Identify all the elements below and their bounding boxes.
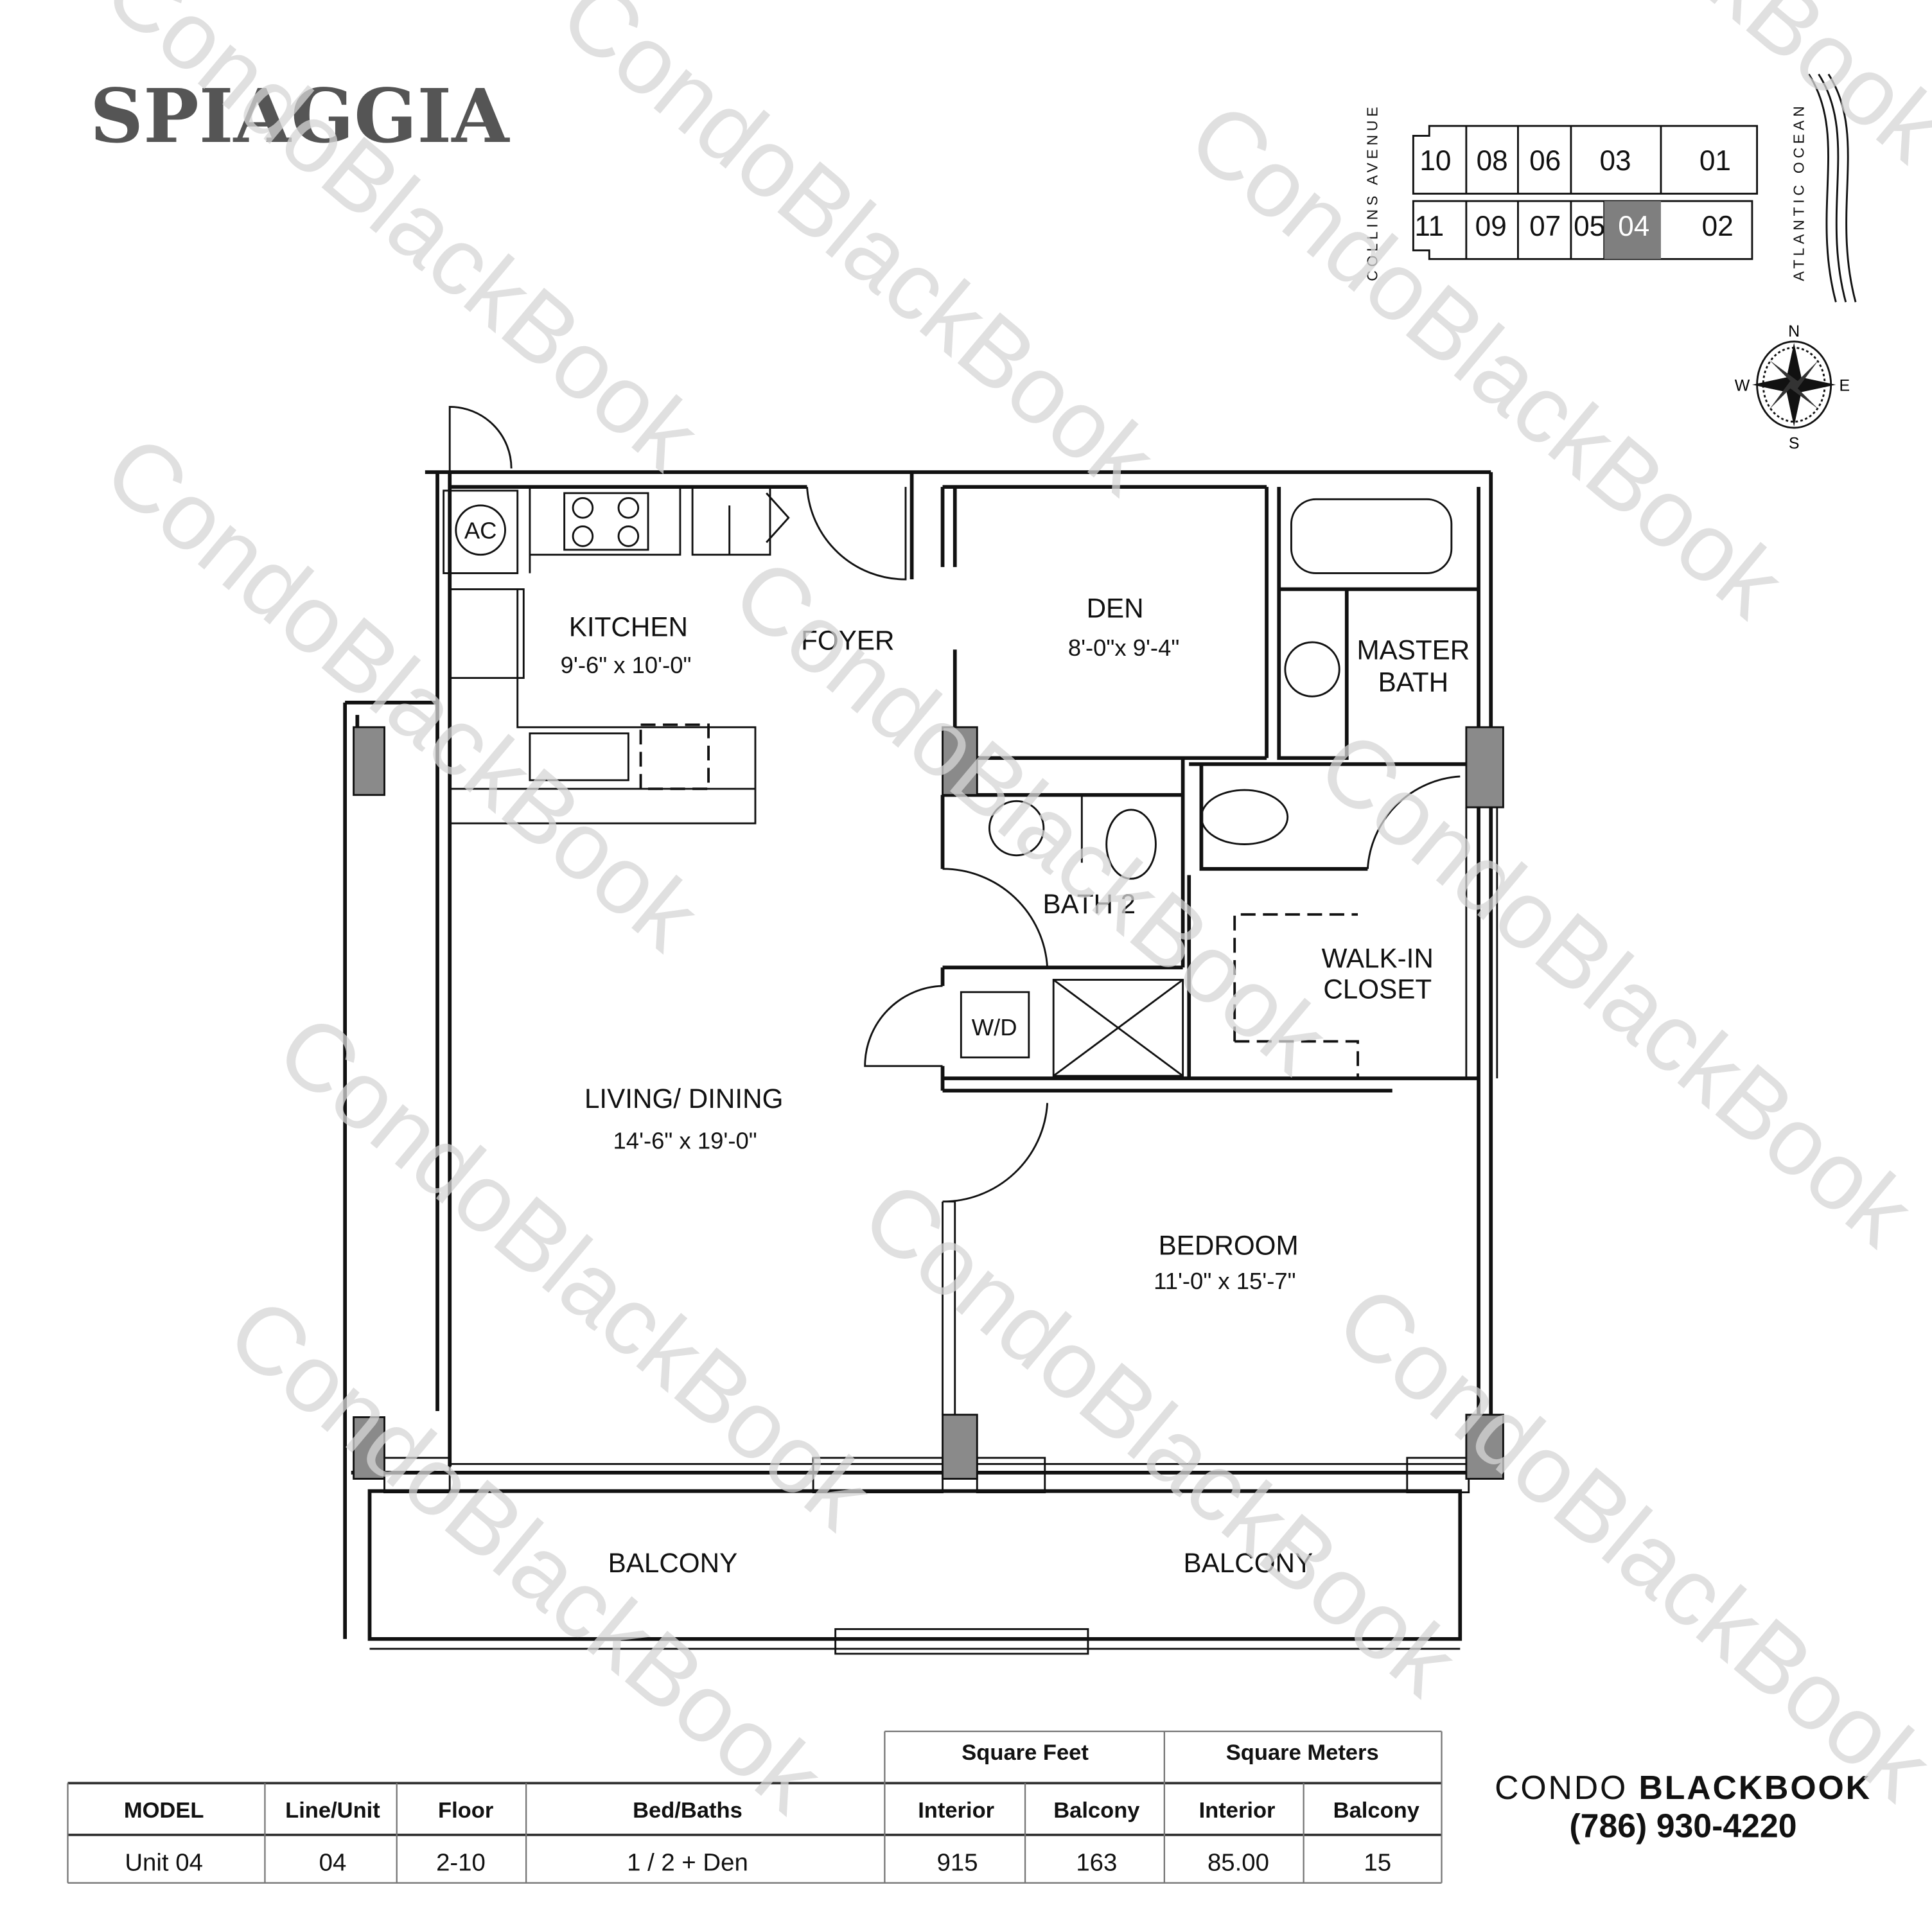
header-bed-baths: Bed/Baths — [633, 1798, 742, 1823]
toilet-icon — [1105, 809, 1157, 880]
unit-07: 07 — [1529, 211, 1561, 242]
shoreline — [1807, 73, 1857, 303]
structural-column — [353, 1416, 385, 1480]
den-dims: 8'-0"x 9'-4" — [1068, 635, 1179, 661]
structural-column — [942, 726, 978, 796]
wd-label: W/D — [972, 1014, 1017, 1040]
master-bath-label-1: MASTER — [1357, 635, 1470, 665]
unit-05: 05 — [1574, 211, 1605, 242]
header-floor: Floor — [438, 1798, 493, 1823]
bedroom-label: BEDROOM — [1159, 1230, 1299, 1260]
unit-06: 06 — [1529, 145, 1561, 177]
den-label: DEN — [1087, 593, 1144, 624]
header-sqft-balcony: Balcony — [1053, 1798, 1140, 1823]
walkin-label-2: CLOSET — [1323, 974, 1432, 1004]
brand-name-bold: BLACKBOOK — [1638, 1769, 1871, 1806]
unit-info-table: Square Feet Square Meters MODEL Line/Uni… — [67, 1730, 1443, 1884]
unit-floor-plan: AC W/D — [343, 406, 1504, 1655]
cell-bed-baths: 1 / 2 + Den — [627, 1849, 748, 1877]
brand-phone: (786) 930-4220 — [1569, 1807, 1796, 1845]
kitchen-label: KITCHEN — [569, 611, 688, 642]
living-label: LIVING/ DINING — [584, 1083, 783, 1114]
master-sink-icon — [1284, 641, 1340, 697]
group-header-sqft: Square Feet — [962, 1741, 1089, 1765]
walkin-label-1: WALK-IN — [1322, 943, 1434, 973]
compass-s: S — [1789, 435, 1800, 453]
highlighted-unit-block — [1604, 201, 1661, 259]
header-sqm-interior: Interior — [1199, 1798, 1276, 1823]
unit-04: 04 — [1618, 211, 1649, 242]
unit-11: 11 — [1414, 211, 1444, 242]
master-bath-label-2: BATH — [1378, 667, 1448, 697]
cell-floor: 2-10 — [436, 1849, 486, 1877]
watermark: CondoBlackBook — [714, 538, 1348, 1094]
compass-n: N — [1788, 322, 1800, 340]
balcony-left-label: BALCONY — [608, 1548, 738, 1578]
structural-column — [1465, 726, 1504, 809]
unit-10: 10 — [1419, 145, 1451, 177]
cell-line-unit: 04 — [319, 1849, 347, 1877]
bath2-label: BATH 2 — [1043, 889, 1136, 919]
building-title: SPIAGGIA — [90, 73, 510, 160]
kitchen-dims: 9'-6" x 10'-0" — [561, 652, 692, 678]
bath2-sink-icon — [988, 800, 1045, 857]
brand-name: CONDO BLACKBOOK — [1495, 1769, 1872, 1806]
header-sqm-balcony: Balcony — [1333, 1798, 1420, 1823]
brand-name-light: CONDO — [1495, 1769, 1638, 1806]
watermark-layer: CondoBlackBook CondoBlackBook CondoBlack… — [85, 0, 1932, 1834]
master-toilet-icon — [1200, 789, 1289, 845]
balcony-right-label: BALCONY — [1183, 1548, 1313, 1578]
bedroom-dims: 11'-0" x 15'-7" — [1154, 1268, 1295, 1294]
cell-sqft-interior: 915 — [937, 1849, 978, 1877]
living-dims: 14'-6" x 19'-0" — [613, 1127, 757, 1154]
unit-03: 03 — [1599, 145, 1631, 177]
shower-icon — [1052, 979, 1184, 1077]
header-line-unit: Line/Unit — [285, 1798, 380, 1823]
cell-sqm-interior: 85.00 — [1208, 1849, 1269, 1877]
cell-sqm-balcony: 15 — [1364, 1849, 1391, 1877]
watermark: CondoBlackBook — [209, 1277, 843, 1834]
cell-sqft-balcony: 163 — [1076, 1849, 1117, 1877]
group-header-sqm: Square Meters — [1226, 1741, 1379, 1765]
structural-column — [353, 726, 385, 796]
structural-column — [1465, 1414, 1504, 1480]
bathtub-icon — [1290, 498, 1453, 574]
washer-dryer-icon — [960, 991, 1030, 1058]
unit-01: 01 — [1699, 145, 1731, 177]
foyer-label: FOYER — [801, 625, 894, 655]
compass-w: W — [1735, 377, 1750, 395]
ac-closet — [443, 489, 519, 574]
watermark: CondoBlackBook — [541, 0, 1176, 515]
cell-model: Unit 04 — [125, 1849, 203, 1877]
watermark: CondoBlackBook — [1317, 1265, 1932, 1821]
unit-09: 09 — [1475, 211, 1507, 242]
sink-icon — [529, 732, 629, 782]
range-icon — [563, 492, 649, 551]
unit-08: 08 — [1477, 145, 1508, 177]
street-label: COLLINS AVENUE — [1364, 103, 1381, 281]
ac-label: AC — [464, 518, 497, 544]
header-sqft-interior: Interior — [918, 1798, 994, 1823]
compass-e: E — [1839, 377, 1850, 395]
header-model: MODEL — [124, 1798, 204, 1823]
unit-02: 02 — [1702, 211, 1734, 242]
compass-rose-icon: N S E W — [1735, 322, 1850, 453]
key-plan: COLLINS AVENUE ATLANTIC OCEAN 10 08 06 0… — [1364, 73, 1857, 303]
structural-column — [942, 1414, 978, 1480]
ocean-label: ATLANTIC OCEAN — [1790, 102, 1807, 281]
